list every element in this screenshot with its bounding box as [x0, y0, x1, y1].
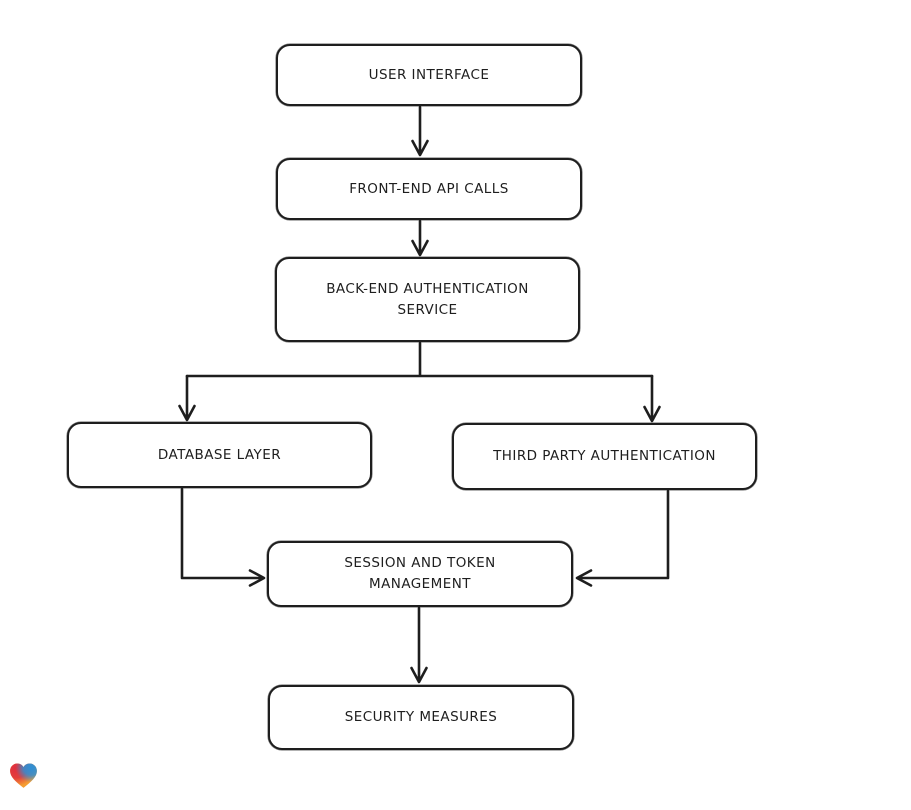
node-security-measures: SECURITY MEASURES — [268, 685, 574, 750]
node-label: THIRD PARTY AUTHENTICATION — [493, 448, 716, 464]
node-user-interface: USER INTERFACE — [276, 44, 582, 106]
node-label: DATABASE LAYER — [157, 446, 282, 463]
node-label: SECURITY MEASURES — [344, 709, 498, 725]
node-label: USER INTERFACE — [368, 66, 490, 83]
node-third-party-authentication: THIRD PARTY AUTHENTICATION — [452, 423, 757, 490]
node-back-end-authentication-service: BACK-END AUTHENTICATION SERVICE — [275, 257, 580, 342]
node-front-end-api-calls: FRONT-END API CALLS — [276, 158, 582, 220]
node-label: FRONT-END API CALLS — [349, 180, 509, 197]
edge-frontend-to-backend — [411, 219, 429, 257]
heart-shape-blue-layer — [10, 763, 37, 788]
node-database-layer: DATABASE LAYER — [67, 422, 372, 488]
edge-session-to-security — [410, 606, 428, 684]
heart-logo — [10, 763, 37, 788]
node-session-and-token-management: SESSION AND TOKEN MANAGEMENT — [267, 541, 573, 607]
edge-backend-branch — [185, 341, 654, 378]
node-label: SESSION AND TOKEN MANAGEMENT — [344, 555, 496, 592]
edge-branch-to-database — [178, 374, 196, 422]
edge-ui-to-frontend — [411, 105, 429, 157]
node-label: BACK-END AUTHENTICATION SERVICE — [326, 280, 529, 318]
edge-thirdparty-to-session — [575, 489, 670, 587]
edge-database-to-session — [180, 487, 266, 587]
edge-branch-to-thirdparty — [643, 374, 661, 423]
